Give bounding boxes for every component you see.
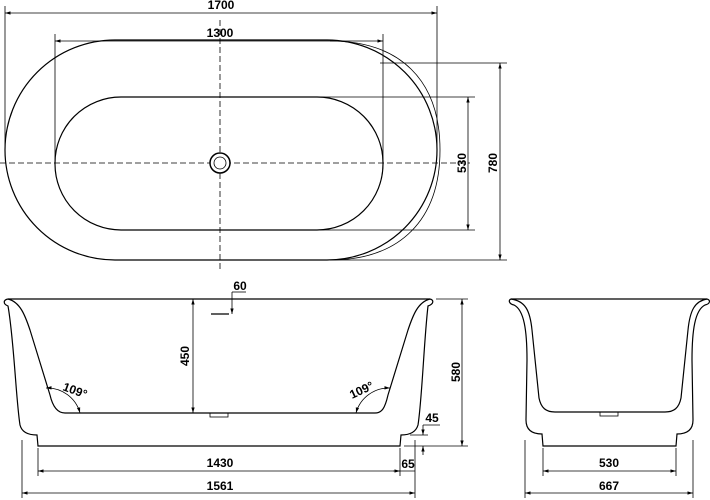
drain-outlet-icon: [209, 412, 229, 418]
dim-plinth-height: 45: [425, 411, 439, 425]
rim-edge-line: [329, 40, 441, 261]
dim-plinth-offset: 65: [401, 457, 415, 471]
side-view: 450 60 109° 109° 580 45 1430 65 1561: [3, 279, 468, 498]
dim-base-length: 1430: [207, 456, 234, 470]
angle-right: 109°: [347, 378, 376, 401]
outer-profile: [508, 298, 710, 447]
dim-overflow-offset: 60: [233, 279, 247, 293]
outer-rim-outline: [4, 39, 438, 261]
angle-left: 109°: [61, 380, 89, 402]
dim-overall-width: 780: [486, 153, 500, 173]
drain-outlet-icon: [599, 411, 619, 417]
dim-inner-width: 530: [455, 153, 469, 173]
end-view: 530 667: [508, 298, 710, 498]
dim-overall-height: 580: [449, 362, 463, 382]
dim-inner-depth: 450: [178, 346, 192, 366]
drain-icon: [209, 152, 231, 174]
dim-overall-length: 1700: [208, 0, 235, 12]
angle-arc-left: [45, 386, 81, 414]
top-view: 1700 1300 530 780: [0, 0, 507, 270]
angle-arc-right: [355, 386, 391, 414]
drain-inner-ring: [213, 156, 227, 170]
dim-bottom-length: 1561: [207, 479, 234, 493]
dim-bottom-width: 667: [599, 479, 619, 493]
inner-basin-profile: [510, 298, 708, 413]
dim-base-width: 530: [599, 456, 619, 470]
outer-profile: [3, 298, 434, 447]
dim-inner-length: 1300: [207, 26, 234, 40]
inner-basin-outline: [54, 96, 384, 231]
